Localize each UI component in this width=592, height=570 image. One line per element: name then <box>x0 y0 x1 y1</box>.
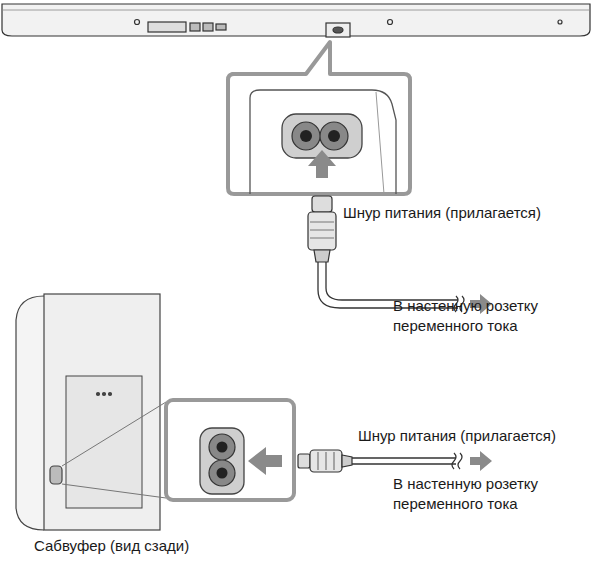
part-label: Сабвуфер (вид сзади) <box>34 536 189 556</box>
insert-arrow <box>308 150 336 178</box>
callout-box <box>228 42 410 194</box>
cord-label: Шнур питания (прилагается) <box>343 203 541 223</box>
power-cord <box>298 450 462 472</box>
callout-box <box>166 400 294 500</box>
outlet-arrow <box>470 451 492 471</box>
soundbar <box>2 4 590 37</box>
cord-label: Шнур питания (прилагается) <box>358 426 556 446</box>
outlet-label: В настенную розетку переменного тока <box>393 296 583 337</box>
outlet-label: В настенную розетку переменного тока <box>393 474 583 515</box>
insert-arrow <box>248 447 282 475</box>
subwoofer <box>16 294 166 530</box>
